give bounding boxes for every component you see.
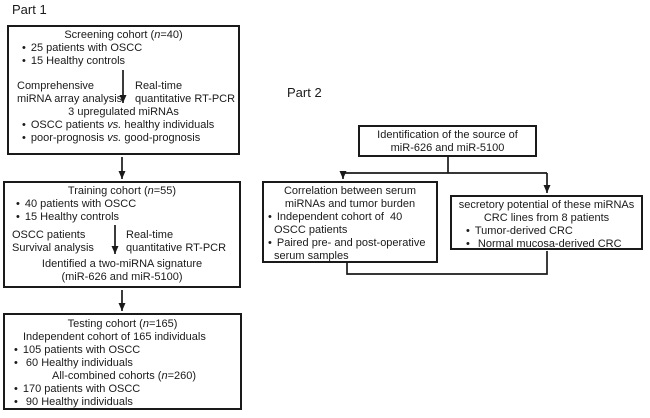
secretory-bullet-2: • Normal mucosa-derived CRC [466,238,622,250]
training-bullet-2: •15 Healthy controls [16,211,120,223]
correlation-line-1: Correlation between serum [283,185,417,197]
testing-bullet-4: • 90 Healthy individuals [14,396,133,408]
secretory-potential-box: secretory potential of these miRNAs CRC … [450,195,643,250]
correlation-line-2: miRNAs and tumor burden [284,198,416,210]
bullet-icon: • [466,238,470,250]
training-cohort-box: Training cohort (n=55) •40 patients with… [3,181,241,288]
method-annotation-array: Comprehensive miRNA array analysis [17,80,123,105]
testing-subtitle: Independent cohort of 165 individuals [23,331,206,343]
testing-combined-title: All-combined cohorts (n=260) [52,370,197,382]
bullet-icon: • [466,225,470,237]
method-annotation-rtpcr: Real-time quantitative RT-PCR [135,80,236,105]
correlation-tumor-burden-box: Correlation between serum miRNAs and tum… [262,181,438,263]
correlation-bullet-1-cont: OSCC patients [274,224,348,236]
part2-label: Part 2 [287,85,322,100]
bullet-icon: • [268,211,272,223]
screening-title: Screening cohort (n=40) [64,29,183,41]
screening-bullet-2: •15 Healthy controls [22,55,126,67]
bullet-icon: • [22,119,26,131]
correlation-bullet-2: •Paired pre- and post-operative [268,237,426,249]
training-result-line-1: Identified a two-miRNA signature [41,258,203,270]
training-methods-row: OSCC patients Survival analysis Real-tim… [5,229,239,255]
screening-cohort-box: Screening cohort (n=40) •25 patients wit… [7,25,240,155]
screening-result-title: 3 upregulated miRNAs [68,106,179,118]
part1-label: Part 1 [12,2,47,17]
screening-result-bullet-2: •poor-prognosis vs. good-prognosis [22,132,201,144]
method-annotation-survival: OSCC patients Survival analysis [12,229,94,254]
method-annotation-rtpcr: Real-time quantitative RT-PCR [126,229,227,254]
bullet-icon: • [22,42,26,54]
bullet-icon: • [14,396,18,408]
training-bullet-1: •40 patients with OSCC [16,198,137,210]
screening-bullet-1: •25 patients with OSCC [22,42,143,54]
testing-bullet-1: •105 patients with OSCC [14,344,141,356]
testing-title: Testing cohort (n=165) [67,318,178,330]
bullet-icon: • [268,237,272,249]
correlation-bullet-2-cont: serum samples [274,250,349,262]
testing-bullet-2: • 60 Healthy individuals [14,357,133,369]
bullet-icon: • [16,211,20,223]
identification-line-1: Identification of the source of [377,129,518,141]
bullet-icon: • [16,198,20,210]
testing-bullet-3: •170 patients with OSCC [14,383,141,395]
testing-cohort-box: Testing cohort (n=165) Independent cohor… [3,313,242,410]
bullet-icon: • [14,357,18,369]
bullet-icon: • [22,55,26,67]
bullet-icon: • [22,132,26,144]
bullet-icon: • [14,344,18,356]
screening-methods-row: Comprehensive miRNA array analysis Real-… [9,80,238,106]
secretory-line-2: CRC lines from 8 patients [483,212,610,224]
correlation-bullet-1: •Independent cohort of 40 [268,211,403,223]
secretory-bullet-1: •Tumor-derived CRC [466,225,573,237]
identification-line-2: miR-626 and miR-5100 [390,142,505,154]
bullet-icon: • [14,383,18,395]
training-result-line-2: (miR-626 and miR-5100) [61,271,183,283]
identification-source-box: Identification of the source of miR-626 … [358,125,537,157]
screening-result-bullet-1: •OSCC patients vs. healthy individuals [22,119,215,131]
secretory-line-1: secretory potential of these miRNAs [458,199,635,211]
training-title: Training cohort (n=55) [67,185,177,197]
